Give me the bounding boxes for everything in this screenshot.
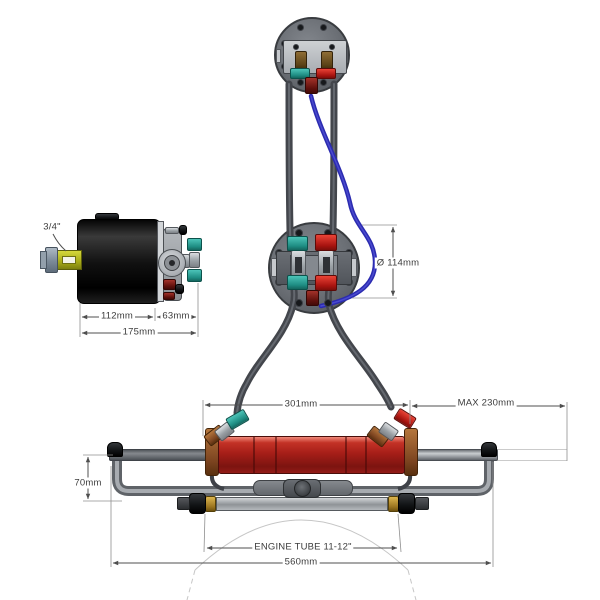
tilt-tube-hex-left xyxy=(177,497,190,510)
top-mount-tab-left xyxy=(276,49,281,63)
cylinder-seam xyxy=(253,437,255,473)
bezel-vent-fitting xyxy=(306,290,319,306)
engine-tilt-tube xyxy=(216,497,388,511)
label-helm-total-length: 175mm xyxy=(120,326,158,338)
label-helm-rear-length: 63mm xyxy=(160,310,192,322)
top-flange-bolt xyxy=(320,79,327,86)
cylinder-seam xyxy=(345,437,347,473)
label-helm-body-length: 112mm xyxy=(99,310,135,322)
helm-lower-nut xyxy=(175,284,184,294)
top-flange-bolt xyxy=(297,79,304,86)
top-plate-bolt xyxy=(329,44,335,50)
bezel-bolt xyxy=(324,299,332,307)
cylinder-port-fitting-teal xyxy=(225,408,250,431)
bezel-port-stem-slot xyxy=(295,257,302,273)
helm-pump-body xyxy=(77,219,161,304)
cylinder-end-cap-right xyxy=(404,428,418,476)
tilt-tube-hex-right xyxy=(415,497,429,510)
bezel-port-fitting-bottom xyxy=(287,275,308,290)
helm-lower-fitting-b xyxy=(163,292,175,300)
tilt-tube-clamp-right xyxy=(398,493,415,514)
top-flange-bolt xyxy=(297,24,304,31)
helm-shaft-end-cap xyxy=(40,251,47,269)
top-starboard-fitting-red xyxy=(316,68,336,79)
cylinder-seam xyxy=(275,437,277,473)
cylinder-drop-hose-right xyxy=(397,473,413,491)
helm-boss-center xyxy=(169,260,175,266)
rod-end-right xyxy=(481,442,497,457)
label-port-spacing: 301mm xyxy=(282,398,320,410)
top-port-fitting-teal xyxy=(290,68,310,79)
label-engine-tube: ENGINE TUBE 11-12" xyxy=(252,541,354,553)
label-drop: 70mm xyxy=(72,477,104,489)
bezel-starboard-fitting-bottom xyxy=(315,275,337,291)
helm-shaft-keyway xyxy=(62,256,76,264)
tilt-tube-gold-ring-left xyxy=(205,496,216,512)
top-plate-bolt xyxy=(293,44,299,50)
helm-port-fitting-top xyxy=(187,238,202,251)
bezel-starboard-stem-slot xyxy=(323,257,330,273)
top-flange-bolt xyxy=(320,24,327,31)
tiller-clamp-knob xyxy=(294,480,311,497)
cylinder-rod-left-shade xyxy=(109,449,207,461)
helm-fitting-stem xyxy=(189,252,200,268)
bezel-starboard-fitting-top xyxy=(315,234,337,251)
cylinder-drop-hose-left xyxy=(209,473,225,491)
label-max-extension: MAX 230mm xyxy=(455,397,517,409)
bezel-bolt xyxy=(295,299,303,307)
tilt-tube-clamp-left xyxy=(189,493,206,514)
label-flange-diameter: Ø 114mm xyxy=(374,257,422,269)
helm-port-fitting-bottom xyxy=(187,269,202,282)
label-overall-width: 560mm xyxy=(282,556,320,568)
engine-cowl-dash-right xyxy=(407,569,417,600)
rod-end-left xyxy=(107,442,123,457)
cylinder-seam xyxy=(365,437,367,473)
helm-top-stud-nut xyxy=(179,225,187,235)
cylinder-starboard-fitting-red xyxy=(393,407,417,430)
bezel-port-fitting-top xyxy=(287,236,308,251)
label-shaft-size: 3/4" xyxy=(41,221,63,233)
helm-top-stud xyxy=(165,227,179,234)
engine-cowl-dash-left xyxy=(186,569,196,600)
top-vent-fitting xyxy=(305,77,318,94)
